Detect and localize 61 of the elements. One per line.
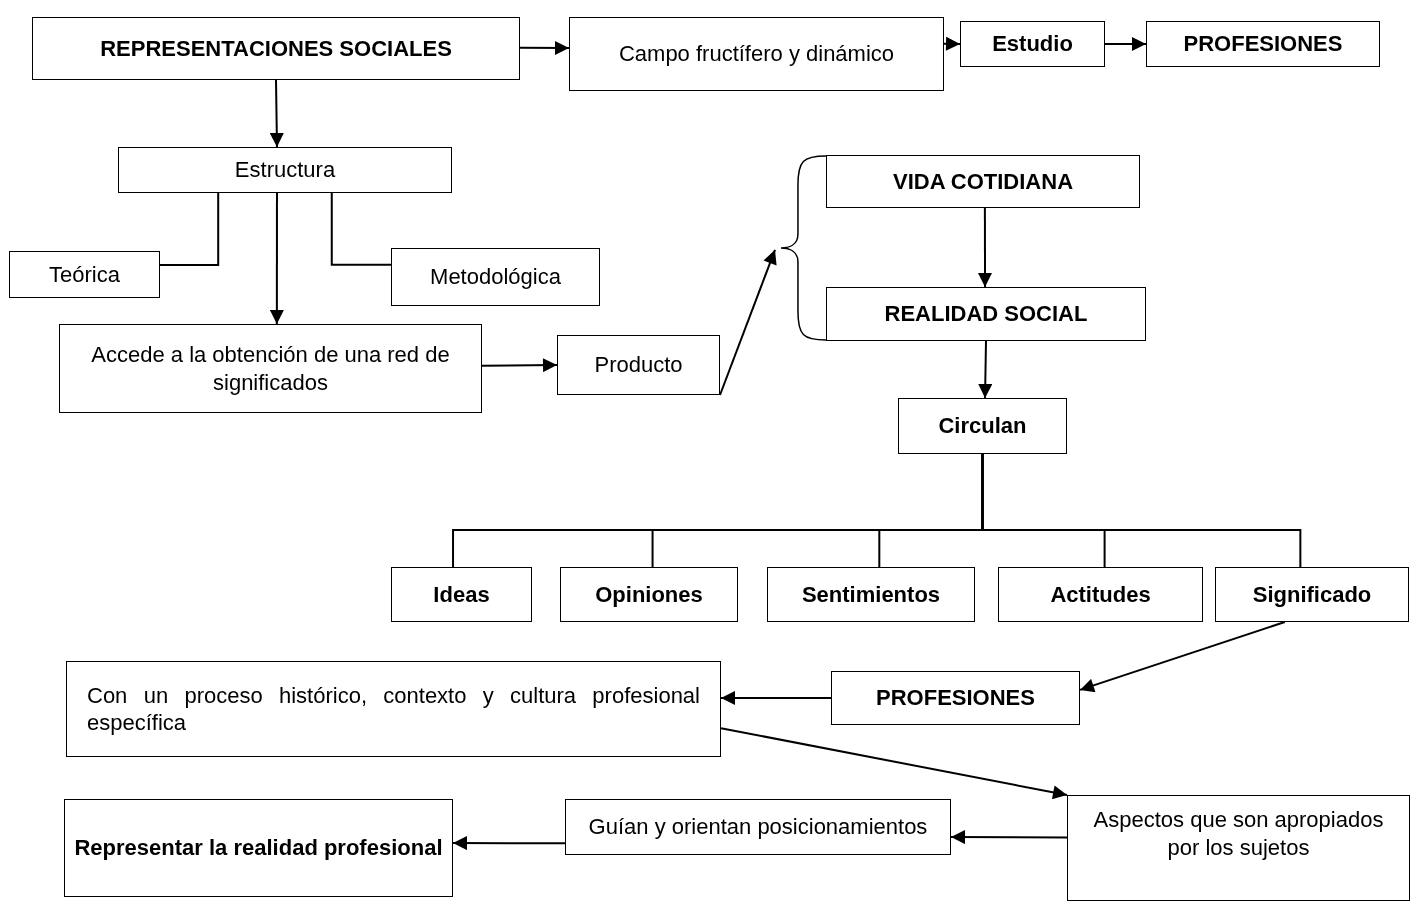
node-text: Significado	[1252, 580, 1372, 609]
arrow	[481, 358, 558, 373]
arrow	[1104, 37, 1147, 51]
concept-box	[998, 567, 1203, 622]
node-text: Sentimientos	[801, 580, 941, 609]
node-text: Opiniones	[595, 580, 703, 609]
concept-box	[831, 671, 1080, 725]
concept-box	[66, 661, 721, 757]
concept-box	[826, 287, 1146, 341]
arrow	[943, 36, 961, 51]
node-text: PROFESIONES	[876, 684, 1035, 712]
arrow	[452, 836, 566, 851]
node-text: REPRESENTACIONES SOCIALES	[100, 34, 452, 63]
node-text: Con un proceso histórico, contexto y cultura profesional específica	[87, 681, 700, 737]
connector-line	[330, 192, 392, 266]
node-text: Actitudes	[1050, 580, 1151, 609]
concept-box	[1146, 21, 1380, 67]
concept-box	[826, 155, 1140, 208]
node-text: PROFESIONES	[1183, 30, 1343, 58]
connector-line	[981, 453, 1302, 568]
node-text: VIDA COTIDIANA	[892, 167, 1074, 196]
arrow	[720, 727, 1068, 800]
concept-box	[569, 17, 944, 91]
arrow	[719, 248, 777, 396]
node-text: Campo fructífero y dinámico	[618, 40, 895, 68]
concept-box	[560, 567, 738, 622]
arrow	[720, 690, 832, 705]
concept-box	[557, 335, 720, 395]
concept-box	[391, 248, 600, 306]
node-text: Aspectos que son apropiados por los sujetos	[1092, 806, 1385, 861]
concept-box	[118, 147, 452, 193]
node-text: Guían y orientan posicionamientos	[588, 813, 928, 841]
arrow	[519, 41, 570, 55]
concept-box	[898, 398, 1067, 454]
node-text: Ideas	[433, 580, 490, 609]
concept-box	[391, 567, 532, 622]
arrow	[269, 79, 284, 148]
arrow	[978, 340, 993, 399]
node-text: Metodológica	[430, 263, 561, 291]
arrow	[269, 192, 284, 325]
concept-box	[767, 567, 975, 622]
node-text: Representar la realidad profesional	[74, 834, 443, 862]
concept-box	[1215, 567, 1409, 622]
node-text: Producto	[594, 351, 683, 379]
node-text: Estudio	[992, 30, 1073, 58]
concept-box	[1067, 795, 1410, 901]
node-text: REALIDAD SOCIAL	[884, 300, 1088, 328]
node-text: Accede a la obtención de una red de significados	[90, 341, 451, 396]
node-text: Teórica	[49, 260, 120, 289]
connector-line	[159, 192, 220, 267]
concept-box	[960, 21, 1105, 67]
concept-box	[32, 17, 520, 80]
concept-box	[9, 251, 160, 298]
node-text: Estructura	[234, 156, 336, 184]
node-text: Circulan	[938, 412, 1027, 440]
concept-box	[64, 799, 453, 897]
concept-box	[59, 324, 482, 413]
arrow	[950, 830, 1068, 845]
arrow	[1079, 621, 1286, 693]
concept-box	[565, 799, 951, 855]
arrow	[978, 207, 992, 288]
